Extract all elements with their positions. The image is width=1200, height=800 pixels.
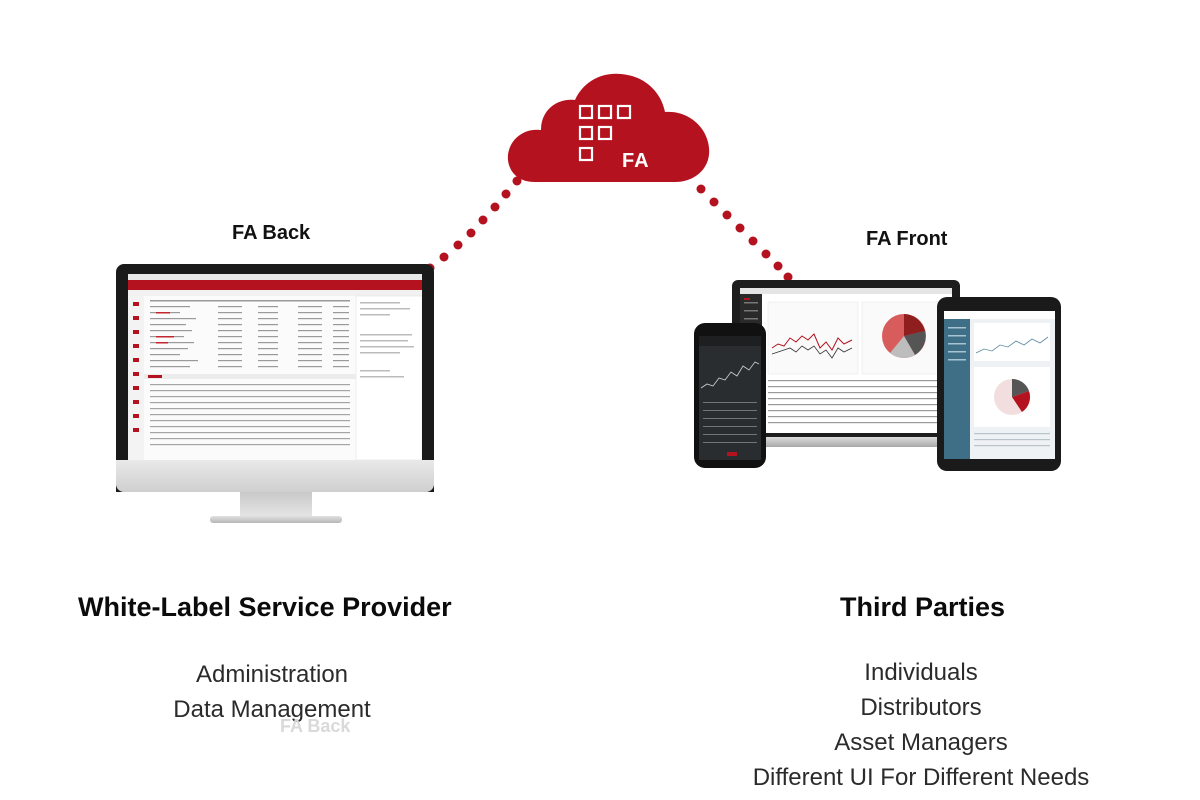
connector-dot-right xyxy=(709,197,719,207)
connector-dot-left xyxy=(466,228,476,238)
fa-front-label: FA Front xyxy=(866,228,948,250)
list-item: Administration xyxy=(195,661,349,688)
fa-back-label: FA Back xyxy=(232,222,311,244)
connector-dot-right xyxy=(696,184,706,194)
front-office-tablet-screen xyxy=(944,311,1055,459)
left-section-list: Administration Data Management xyxy=(150,657,394,727)
list-item: Distributors xyxy=(860,694,982,721)
connector-dot-left xyxy=(478,215,488,225)
cloud-icon xyxy=(507,73,710,182)
connector-dot-right xyxy=(773,261,783,271)
right-section-list: Individuals Distributors Asset Managers … xyxy=(740,655,1102,795)
connector-dot-right xyxy=(735,223,745,233)
fa-cloud: FA xyxy=(505,70,715,185)
connector-dot-right xyxy=(783,272,793,282)
list-item: Data Management xyxy=(173,696,371,723)
left-section-title: White-Label Service Provider xyxy=(78,592,452,622)
connector-dot-left xyxy=(490,202,500,212)
list-item: Different UI For Different Needs xyxy=(752,764,1090,791)
back-office-screen xyxy=(128,274,422,460)
connector-dot-right xyxy=(722,210,732,220)
front-office-phone-screen xyxy=(699,336,761,460)
list-item: Individuals xyxy=(864,659,978,686)
right-section-title: Third Parties xyxy=(840,592,1006,622)
front-office-laptop-screen xyxy=(740,288,952,433)
connector-dot-left xyxy=(512,176,522,186)
connector-dot-right xyxy=(748,236,758,246)
connector-dot-right xyxy=(761,249,771,259)
connector-dot-left xyxy=(439,252,449,262)
ghost-label: FA Back xyxy=(280,716,351,736)
cloud-logo-text: FA xyxy=(622,150,650,172)
connector-dot-left xyxy=(453,240,463,250)
list-item: Asset Managers xyxy=(834,729,1008,756)
connector-dot-left xyxy=(501,189,511,199)
